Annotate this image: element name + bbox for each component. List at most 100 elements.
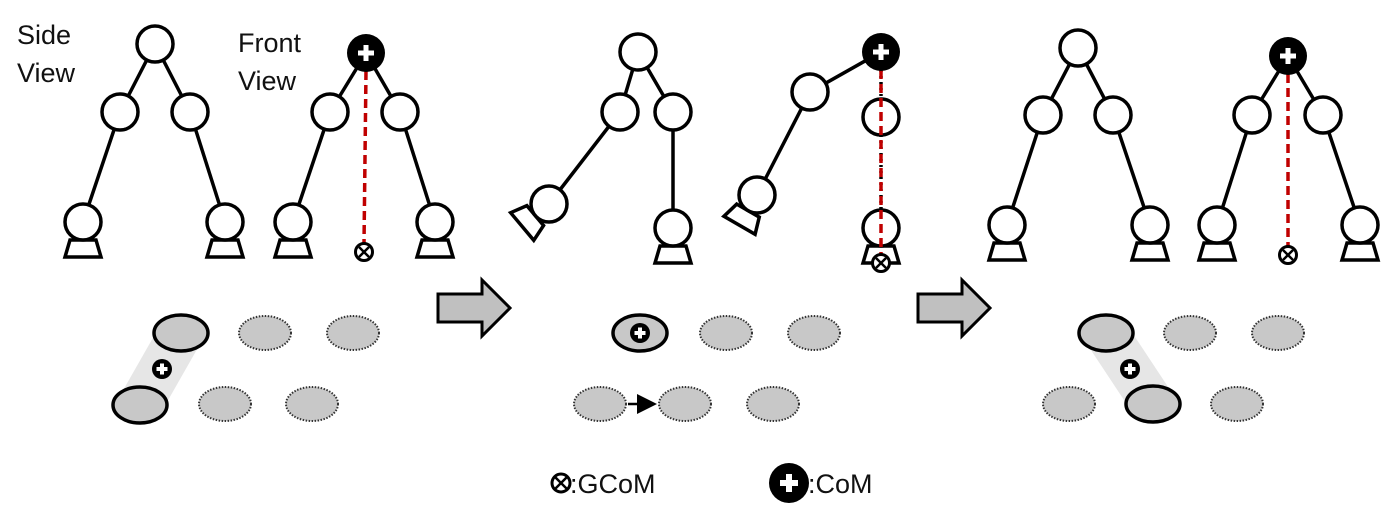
front-view-robot (1196, 37, 1381, 265)
joint-circle (600, 92, 640, 132)
limb-link (297, 128, 326, 206)
foot-joint (987, 205, 1027, 245)
inactive-footprint (1042, 386, 1096, 422)
foot-joint (1130, 205, 1170, 245)
com-plus-v (363, 45, 369, 61)
footprint-stage-2 (573, 313, 841, 422)
com-plus-v (1128, 363, 1132, 375)
com-marker-small (1120, 359, 1140, 379)
limb-link (824, 59, 867, 85)
limb-link (403, 128, 432, 206)
foot-trapezoid (1339, 241, 1381, 262)
com-legend-label: :CoM (808, 469, 873, 499)
foot-joint (529, 184, 569, 224)
robot-figures (62, 24, 1381, 273)
inactive-footprint (285, 386, 339, 422)
inactive-footprint (787, 315, 841, 351)
active-footprint (152, 313, 210, 353)
joint-circle (310, 92, 350, 132)
limb-link (373, 67, 393, 98)
gcom-marker (1278, 245, 1298, 265)
foot-joint (63, 202, 103, 242)
front-view-label-line2: View (238, 66, 297, 96)
foot-joint (415, 202, 455, 242)
gcom-legend-label: :GCoM (570, 469, 656, 499)
com-legend-symbol (769, 463, 809, 503)
limb-link (1259, 70, 1281, 101)
inactive-footprint (238, 315, 292, 351)
joint-circle (1058, 28, 1098, 68)
limb-link (1220, 131, 1249, 209)
active-footprint (111, 385, 169, 425)
com-marker (1269, 37, 1307, 75)
swing-origin-footprint (573, 386, 627, 422)
foot-joint (205, 202, 245, 242)
joint-circle (1303, 95, 1343, 135)
com-marker-small (630, 323, 650, 343)
joint-circle (170, 92, 210, 132)
com-plus-v (638, 327, 642, 339)
joint-circle (618, 32, 658, 72)
swing-target-footprint (658, 386, 712, 422)
joint-circle (1232, 95, 1272, 135)
limb-link (1084, 63, 1107, 100)
side-view-robot (62, 24, 246, 259)
joint-circle (1093, 95, 1133, 135)
side-view-label-line1: Side (17, 20, 71, 50)
foot-trapezoid (272, 238, 314, 259)
foot-trapezoid (1196, 241, 1238, 262)
limb-link (1049, 63, 1072, 100)
limb-link (126, 59, 149, 97)
foot-trapezoid (1129, 241, 1171, 262)
limb-link (1295, 70, 1316, 101)
footprint-stage-3 (1042, 313, 1305, 424)
gcom-marker (871, 253, 891, 273)
side-view-robot-swing (507, 32, 694, 265)
side-view-label-line2: View (17, 58, 76, 88)
limb-link (645, 66, 666, 98)
limb-link (87, 128, 116, 206)
joint-circle (1023, 95, 1063, 135)
limb-link (337, 67, 359, 98)
legend: :GCoM :CoM (550, 463, 873, 503)
joint-circle (653, 92, 693, 132)
foot-joint (1197, 205, 1237, 245)
gcom-marker (354, 242, 374, 262)
limb-link (558, 125, 611, 191)
inactive-footprint (746, 386, 800, 422)
gcom-projection-line (362, 70, 368, 245)
gcom-cross (358, 246, 370, 258)
limb-link (623, 68, 635, 96)
front-view-label-line1: Front (238, 28, 302, 58)
gcom-cross (875, 257, 887, 269)
com-plus-v (1285, 48, 1291, 64)
inactive-footprint (326, 315, 380, 351)
gcom-cross (1282, 249, 1294, 261)
foot-trapezoid (986, 241, 1028, 262)
limb-link (1010, 131, 1040, 209)
foot-joint (737, 175, 777, 215)
footprint-diagrams (111, 313, 1305, 425)
com-marker-small (152, 359, 172, 379)
foot-trapezoid (652, 244, 694, 265)
foot-joint (653, 208, 693, 248)
foot-trapezoid (204, 238, 246, 259)
inactive-footprint (1210, 386, 1264, 422)
next-stage-arrow (436, 276, 513, 340)
foot-trapezoid (62, 238, 104, 259)
front-view-robot (272, 34, 456, 262)
joint-circle (380, 92, 420, 132)
inactive-footprint (1251, 315, 1305, 351)
joint-circle (135, 24, 175, 64)
footprint-stage-1 (111, 313, 380, 425)
inactive-footprint (699, 315, 753, 351)
foot-trapezoid (414, 238, 456, 259)
limb-link (1117, 131, 1146, 209)
inactive-footprint (1163, 315, 1217, 351)
next-stage-arrow (916, 276, 993, 340)
side-view-robot (986, 28, 1171, 262)
active-footprint (1124, 384, 1182, 424)
limb-link (1327, 131, 1356, 209)
limb-link (763, 107, 804, 180)
joint-circle (100, 92, 140, 132)
